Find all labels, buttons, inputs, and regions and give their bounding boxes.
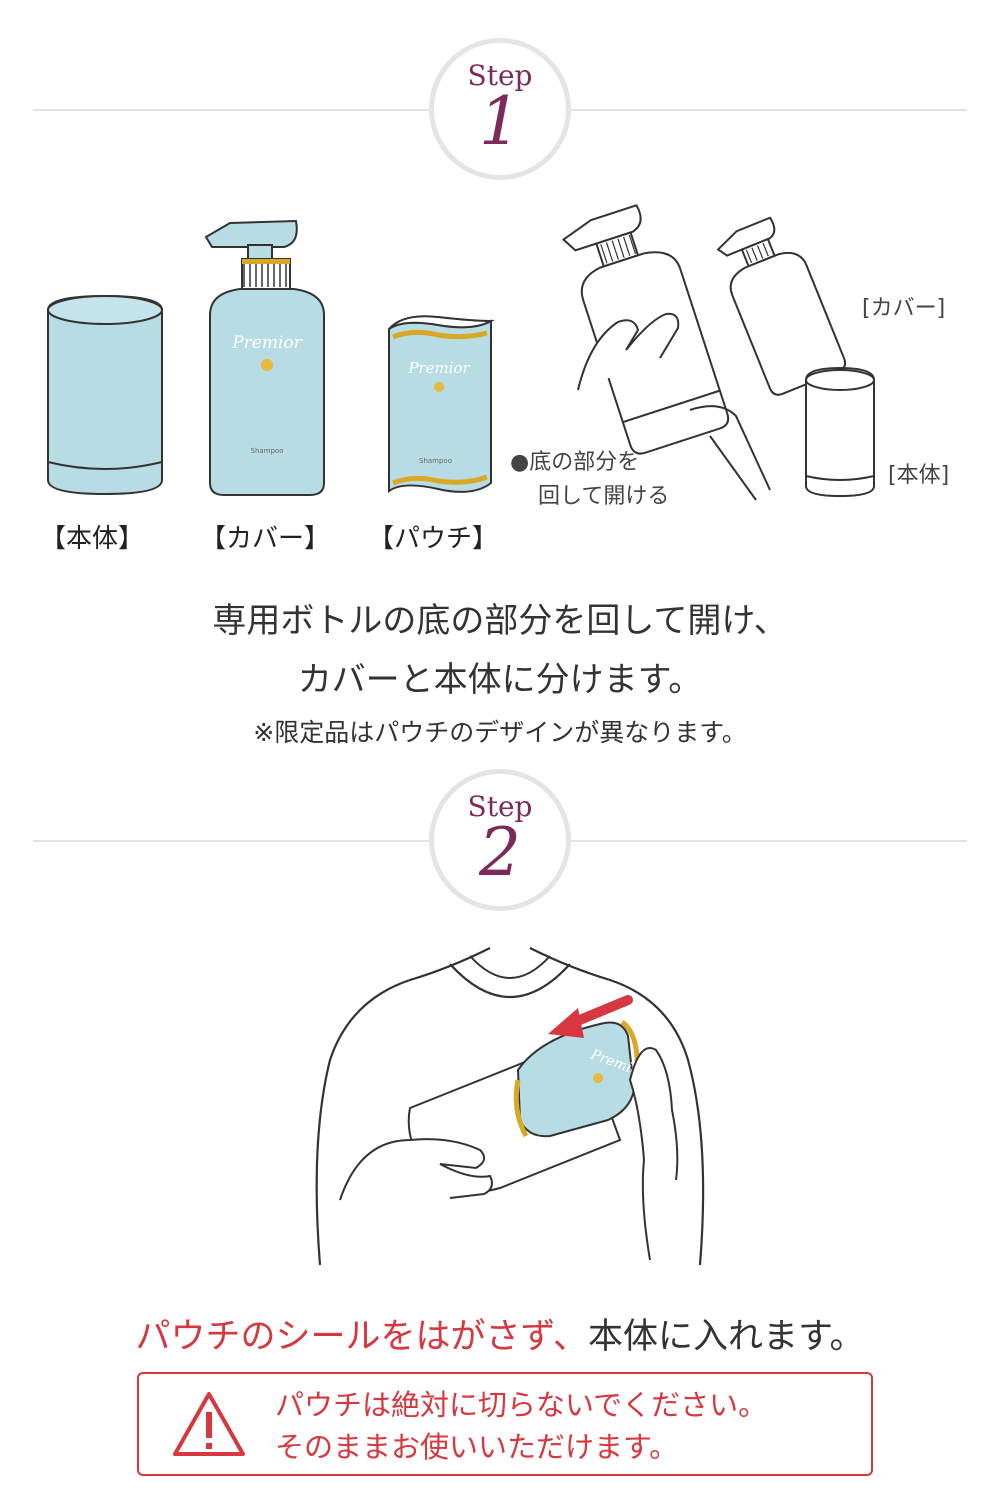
step1-caption-line1: 専用ボトルの底の部分を回して開け、	[212, 601, 788, 641]
step-badge: Step 2	[429, 769, 571, 911]
insert-pouch-illustration: Premior	[315, 947, 705, 1266]
warning-line1: パウチは絶対に切らないでください。	[275, 1388, 768, 1422]
cover-bottle-illustration: Premior Shampoo	[204, 219, 325, 496]
step-label: Step	[467, 59, 533, 92]
label-pouch: 【パウチ】	[368, 524, 499, 554]
svg-text:Shampoo: Shampoo	[251, 447, 284, 455]
svg-text:Premior: Premior	[407, 359, 470, 377]
diagram-cover-tag: [カバー]	[862, 296, 946, 321]
step-number: 2	[479, 814, 521, 891]
warning-line2: そのままお使いいただけます。	[275, 1430, 679, 1464]
brand-logo: Premior	[231, 333, 302, 353]
warning-text: パウチは絶対に切らないでください。 そのままお使いいただけます。	[275, 1384, 767, 1468]
diagram-body-tag: [本体]	[888, 463, 950, 488]
diagram-note-line2: 回して開ける	[538, 484, 670, 509]
warning-box: パウチは絶対に切らないでください。 そのままお使いいただけます。	[137, 1372, 873, 1476]
step-badge: Step 1	[429, 38, 571, 180]
step2-caption: パウチのシールをはがさず、本体に入れます。	[0, 1308, 1000, 1359]
label-cover: 【カバー】	[200, 524, 331, 554]
step1-note: ※限定品はパウチのデザインが異なります。	[253, 718, 747, 747]
svg-text:Shampoo: Shampoo	[419, 457, 452, 465]
step1-caption-line2: カバーと本体に分けます。	[297, 660, 703, 700]
step-number: 1	[479, 83, 521, 160]
step2-caption-emphasis: パウチのシールをはがさず、	[135, 1317, 589, 1357]
step2-caption-rest: 本体に入れます。	[588, 1317, 865, 1357]
step-label: Step	[467, 790, 533, 823]
open-bottle-diagram	[561, 204, 875, 501]
pouch-illustration: Premior Shampoo	[388, 315, 495, 493]
label-body: 【本体】	[40, 524, 145, 554]
diagram-note-line1: ●底の部分を	[510, 450, 640, 475]
body-cylinder-illustration	[47, 294, 163, 496]
warning-icon	[173, 1392, 245, 1456]
